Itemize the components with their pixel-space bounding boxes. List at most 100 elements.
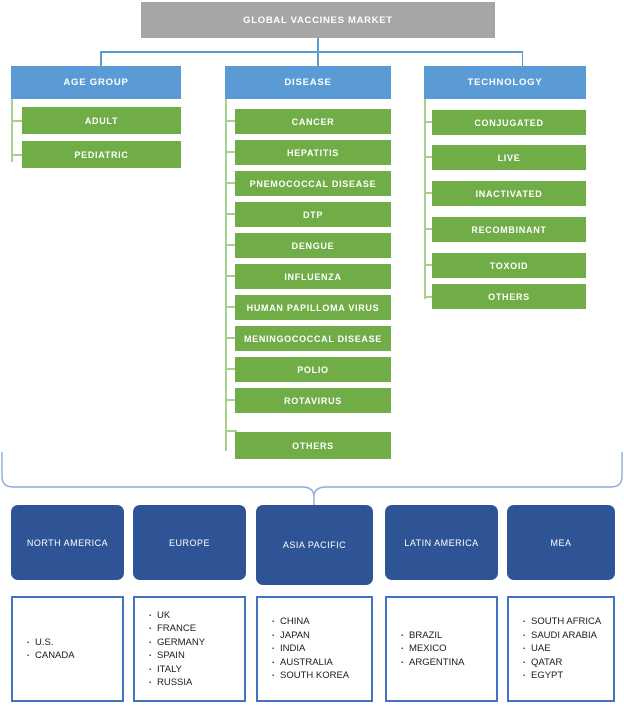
leaf-node-cancer: CANCER — [235, 109, 391, 134]
region-header-mea: MEA — [507, 505, 615, 580]
country-list-item: INDIA — [271, 641, 349, 656]
country-list-item: QATAR — [522, 655, 601, 670]
category-header-age-group: AGE GROUP — [11, 66, 181, 99]
leaf-label-recombinant: RECOMBINANT — [471, 224, 547, 235]
country-list-item: UAE — [522, 641, 601, 656]
leaf-node-disease-others: OTHERS — [235, 432, 391, 459]
connector-drop-technology — [521, 51, 523, 67]
leaf-node-toxoid: TOXOID — [432, 253, 586, 278]
country-list-item: SOUTH AFRICA — [522, 614, 601, 629]
leaf-label-influenza: INFLUENZA — [284, 271, 342, 282]
country-list-item: GERMANY — [148, 635, 205, 650]
category-label-age-group: AGE GROUP — [63, 77, 129, 88]
region-label-north-america: NORTH AMERICA — [26, 537, 109, 548]
leaf-label-adult: ADULT — [84, 115, 119, 126]
country-list-item: ITALY — [148, 662, 205, 677]
leaf-node-dengue: DENGUE — [235, 233, 391, 258]
leaf-node-inactivated: INACTIVATED — [432, 181, 586, 206]
region-country-list-north-america: U.S.CANADA — [11, 596, 124, 702]
country-list-item: CANADA — [26, 648, 75, 663]
leaf-label-pediatric: PEDIATRIC — [74, 149, 129, 160]
leaf-node-meningococcal-disease: MENINGOCOCCAL DISEASE — [235, 326, 391, 351]
leaf-label-pnemococcal-disease: PNEMOCOCCAL DISEASE — [249, 178, 377, 189]
country-list-item: ARGENTINA — [400, 655, 465, 670]
leaf-label-hepatitis: HEPATITIS — [287, 147, 339, 158]
leaf-node-polio: POLIO — [235, 357, 391, 382]
leaf-label-polio: POLIO — [297, 364, 329, 375]
connector-root-bus — [100, 51, 523, 53]
country-list-item: RUSSIA — [148, 675, 205, 690]
connector-branch-technology-0 — [424, 121, 436, 123]
region-header-asia-pacific: ASIA PACIFIC — [256, 505, 373, 585]
connector-branch-technology-3 — [424, 228, 436, 230]
leaf-label-toxoid: TOXOID — [489, 260, 529, 271]
connector-branch-disease-5 — [225, 275, 237, 277]
leaf-node-conjugated: CONJUGATED — [432, 110, 586, 135]
connector-branch-disease-8 — [225, 368, 237, 370]
leaf-node-recombinant: RECOMBINANT — [432, 217, 586, 242]
leaf-node-pediatric: PEDIATRIC — [22, 141, 181, 168]
root-node-label: GLOBAL VACCINES MARKET — [243, 14, 393, 26]
connector-branch-disease-10 — [225, 430, 237, 432]
region-header-north-america: NORTH AMERICA — [11, 505, 124, 580]
country-list-item: CHINA — [271, 614, 349, 629]
connector-branch-technology-4 — [424, 264, 436, 266]
country-list-item: FRANCE — [148, 621, 205, 636]
leaf-label-inactivated: INACTIVATED — [475, 188, 543, 199]
country-list-latin-america: BRAZILMEXICOARGENTINA — [387, 628, 465, 670]
country-list-mea: SOUTH AFRICASAUDI ARABIAUAEQATAREGYPT — [509, 614, 601, 683]
connector-branch-disease-3 — [225, 213, 237, 215]
leaf-label-meningococcal-disease: MENINGOCOCCAL DISEASE — [243, 333, 383, 344]
connector-spine-technology — [424, 99, 426, 299]
connector-branch-disease-0 — [225, 120, 237, 122]
leaf-node-rotavirus: ROTAVIRUS — [235, 388, 391, 413]
leaf-label-disease-others: OTHERS — [292, 440, 334, 451]
leaf-label-rotavirus: ROTAVIRUS — [284, 395, 342, 406]
country-list-item: MEXICO — [400, 641, 464, 656]
leaf-label-cancer: CANCER — [291, 116, 335, 127]
leaf-label-technology-others: OTHERS — [488, 291, 530, 302]
leaf-node-influenza: INFLUENZA — [235, 264, 391, 289]
country-list-item: U.S. — [26, 635, 75, 650]
region-label-europe: EUROPE — [168, 537, 210, 548]
category-header-disease: DISEASE — [225, 66, 391, 99]
leaf-node-hepatitis: HEPATITIS — [235, 140, 391, 165]
region-country-list-latin-america: BRAZILMEXICOARGENTINA — [385, 596, 498, 702]
region-country-list-asia-pacific: CHINAJAPANINDIAAUSTRALIASOUTH KOREA — [256, 596, 373, 702]
connector-branch-disease-2 — [225, 182, 237, 184]
connector-branch-disease-4 — [225, 244, 237, 246]
leaf-label-conjugated: CONJUGATED — [474, 117, 544, 128]
category-label-disease: DISEASE — [284, 77, 332, 88]
category-label-technology: TECHNOLOGY — [467, 77, 543, 88]
region-country-list-mea: SOUTH AFRICASAUDI ARABIAUAEQATAREGYPT — [507, 596, 615, 702]
connector-branch-disease-9 — [225, 399, 237, 401]
region-label-asia-pacific: ASIA PACIFIC — [282, 540, 347, 550]
country-list-item: SOUTH KOREA — [271, 668, 349, 683]
region-header-latin-america: LATIN AMERICA — [385, 505, 498, 580]
leaf-node-dtp: DTP — [235, 202, 391, 227]
leaf-label-live: LIVE — [497, 152, 521, 163]
country-list-item: AUSTRALIA — [271, 655, 349, 670]
leaf-node-human-papilloma-virus: HUMAN PAPILLOMA VIRUS — [235, 295, 391, 320]
country-list-item: JAPAN — [271, 628, 349, 643]
region-header-europe: EUROPE — [133, 505, 246, 580]
connector-root-stem — [317, 38, 319, 52]
root-node-global-vaccines-market: GLOBAL VACCINES MARKET — [141, 2, 495, 38]
region-label-mea: MEA — [550, 537, 572, 548]
country-list-item: EGYPT — [522, 668, 601, 683]
leaf-label-dtp: DTP — [302, 209, 324, 220]
connector-branch-technology-1 — [424, 156, 436, 158]
connector-branch-disease-1 — [225, 151, 237, 153]
connector-drop-disease — [317, 51, 319, 67]
leaf-label-human-papilloma-virus: HUMAN PAPILLOMA VIRUS — [246, 302, 380, 313]
leaf-node-pnemococcal-disease: PNEMOCOCCAL DISEASE — [235, 171, 391, 196]
leaf-node-adult: ADULT — [22, 107, 181, 134]
connector-branch-technology-2 — [424, 192, 436, 194]
country-list-item: UK — [148, 608, 205, 623]
connector-drop-age-group — [100, 51, 102, 67]
category-header-technology: TECHNOLOGY — [424, 66, 586, 99]
connector-branch-disease-6 — [225, 306, 237, 308]
country-list-item: BRAZIL — [400, 628, 464, 643]
